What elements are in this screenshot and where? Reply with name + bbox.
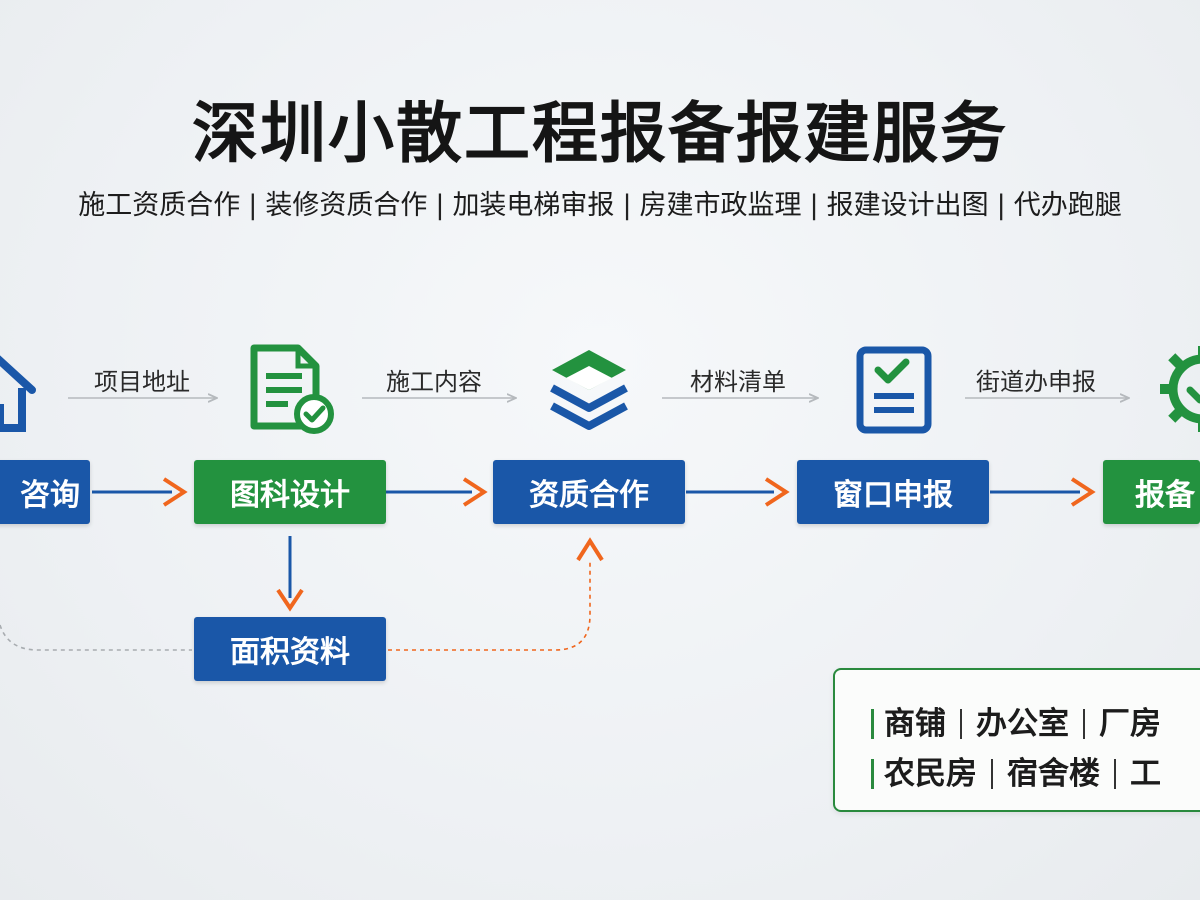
service-item: 房建市政监理 xyxy=(639,190,802,221)
separator: | xyxy=(622,190,632,221)
accent-bar xyxy=(871,758,874,789)
building-type: 农民房 xyxy=(884,756,977,792)
flow-arrow xyxy=(990,477,1096,507)
building-types-box: 商铺办公室厂房 农民房宿舍楼工 xyxy=(833,668,1200,812)
step-label-material-list: 材料清单 xyxy=(690,368,786,396)
node-qualification: 资质合作 xyxy=(493,460,685,524)
service-item: 代办跑腿 xyxy=(1013,190,1122,221)
step-label-subdistrict-filing: 街道办申报 xyxy=(976,368,1096,396)
service-item: 报建设计出图 xyxy=(826,190,989,221)
separator: | xyxy=(809,190,819,221)
node-filing: 报备 xyxy=(1103,460,1200,524)
building-type: 厂房 xyxy=(1099,706,1161,742)
building-types-row: 农民房宿舍楼工 xyxy=(871,748,1161,793)
flow-arrow xyxy=(386,477,488,507)
flow-arrow xyxy=(686,477,790,507)
flow-arrow xyxy=(92,477,188,507)
dashed-curve-left xyxy=(0,624,192,651)
checklist-icon xyxy=(856,346,932,434)
separator: | xyxy=(996,190,1006,221)
service-item: 施工资质合作 xyxy=(78,190,241,221)
building-type: 宿舍楼 xyxy=(1007,756,1100,792)
building-type: 办公室 xyxy=(976,706,1069,742)
step-label-construction-content: 施工内容 xyxy=(386,368,482,396)
node-area-materials: 面积资料 xyxy=(194,617,386,681)
building-types-row: 商铺办公室厂房 xyxy=(871,698,1161,743)
node-window-filing: 窗口申报 xyxy=(797,460,989,524)
divider xyxy=(960,708,962,739)
building-type: 工 xyxy=(1130,756,1161,792)
dashed-curve-right xyxy=(388,537,604,651)
node-consult: 咨询 xyxy=(0,460,90,524)
house-icon xyxy=(0,355,36,432)
layers-icon xyxy=(550,350,628,430)
building-type: 商铺 xyxy=(884,706,946,742)
document-check-icon xyxy=(250,344,334,434)
accent-bar xyxy=(871,708,874,739)
divider xyxy=(991,758,993,789)
separator: | xyxy=(435,190,445,221)
service-item: 装修资质合作 xyxy=(265,190,428,221)
page-title: 深圳小散工程报备报建服务 xyxy=(192,95,1008,172)
down-arrow xyxy=(276,536,304,612)
step-label-project-address: 项目地址 xyxy=(94,368,190,396)
divider xyxy=(1114,758,1116,789)
services-list: 施工资质合作|装修资质合作|加装电梯审报|房建市政监理|报建设计出图|代办跑腿 xyxy=(0,183,1200,222)
separator: | xyxy=(248,190,258,221)
service-item: 加装电梯审报 xyxy=(452,190,615,221)
node-design: 图科设计 xyxy=(194,460,386,524)
divider xyxy=(1083,708,1085,739)
gear-check-icon xyxy=(1160,346,1200,432)
